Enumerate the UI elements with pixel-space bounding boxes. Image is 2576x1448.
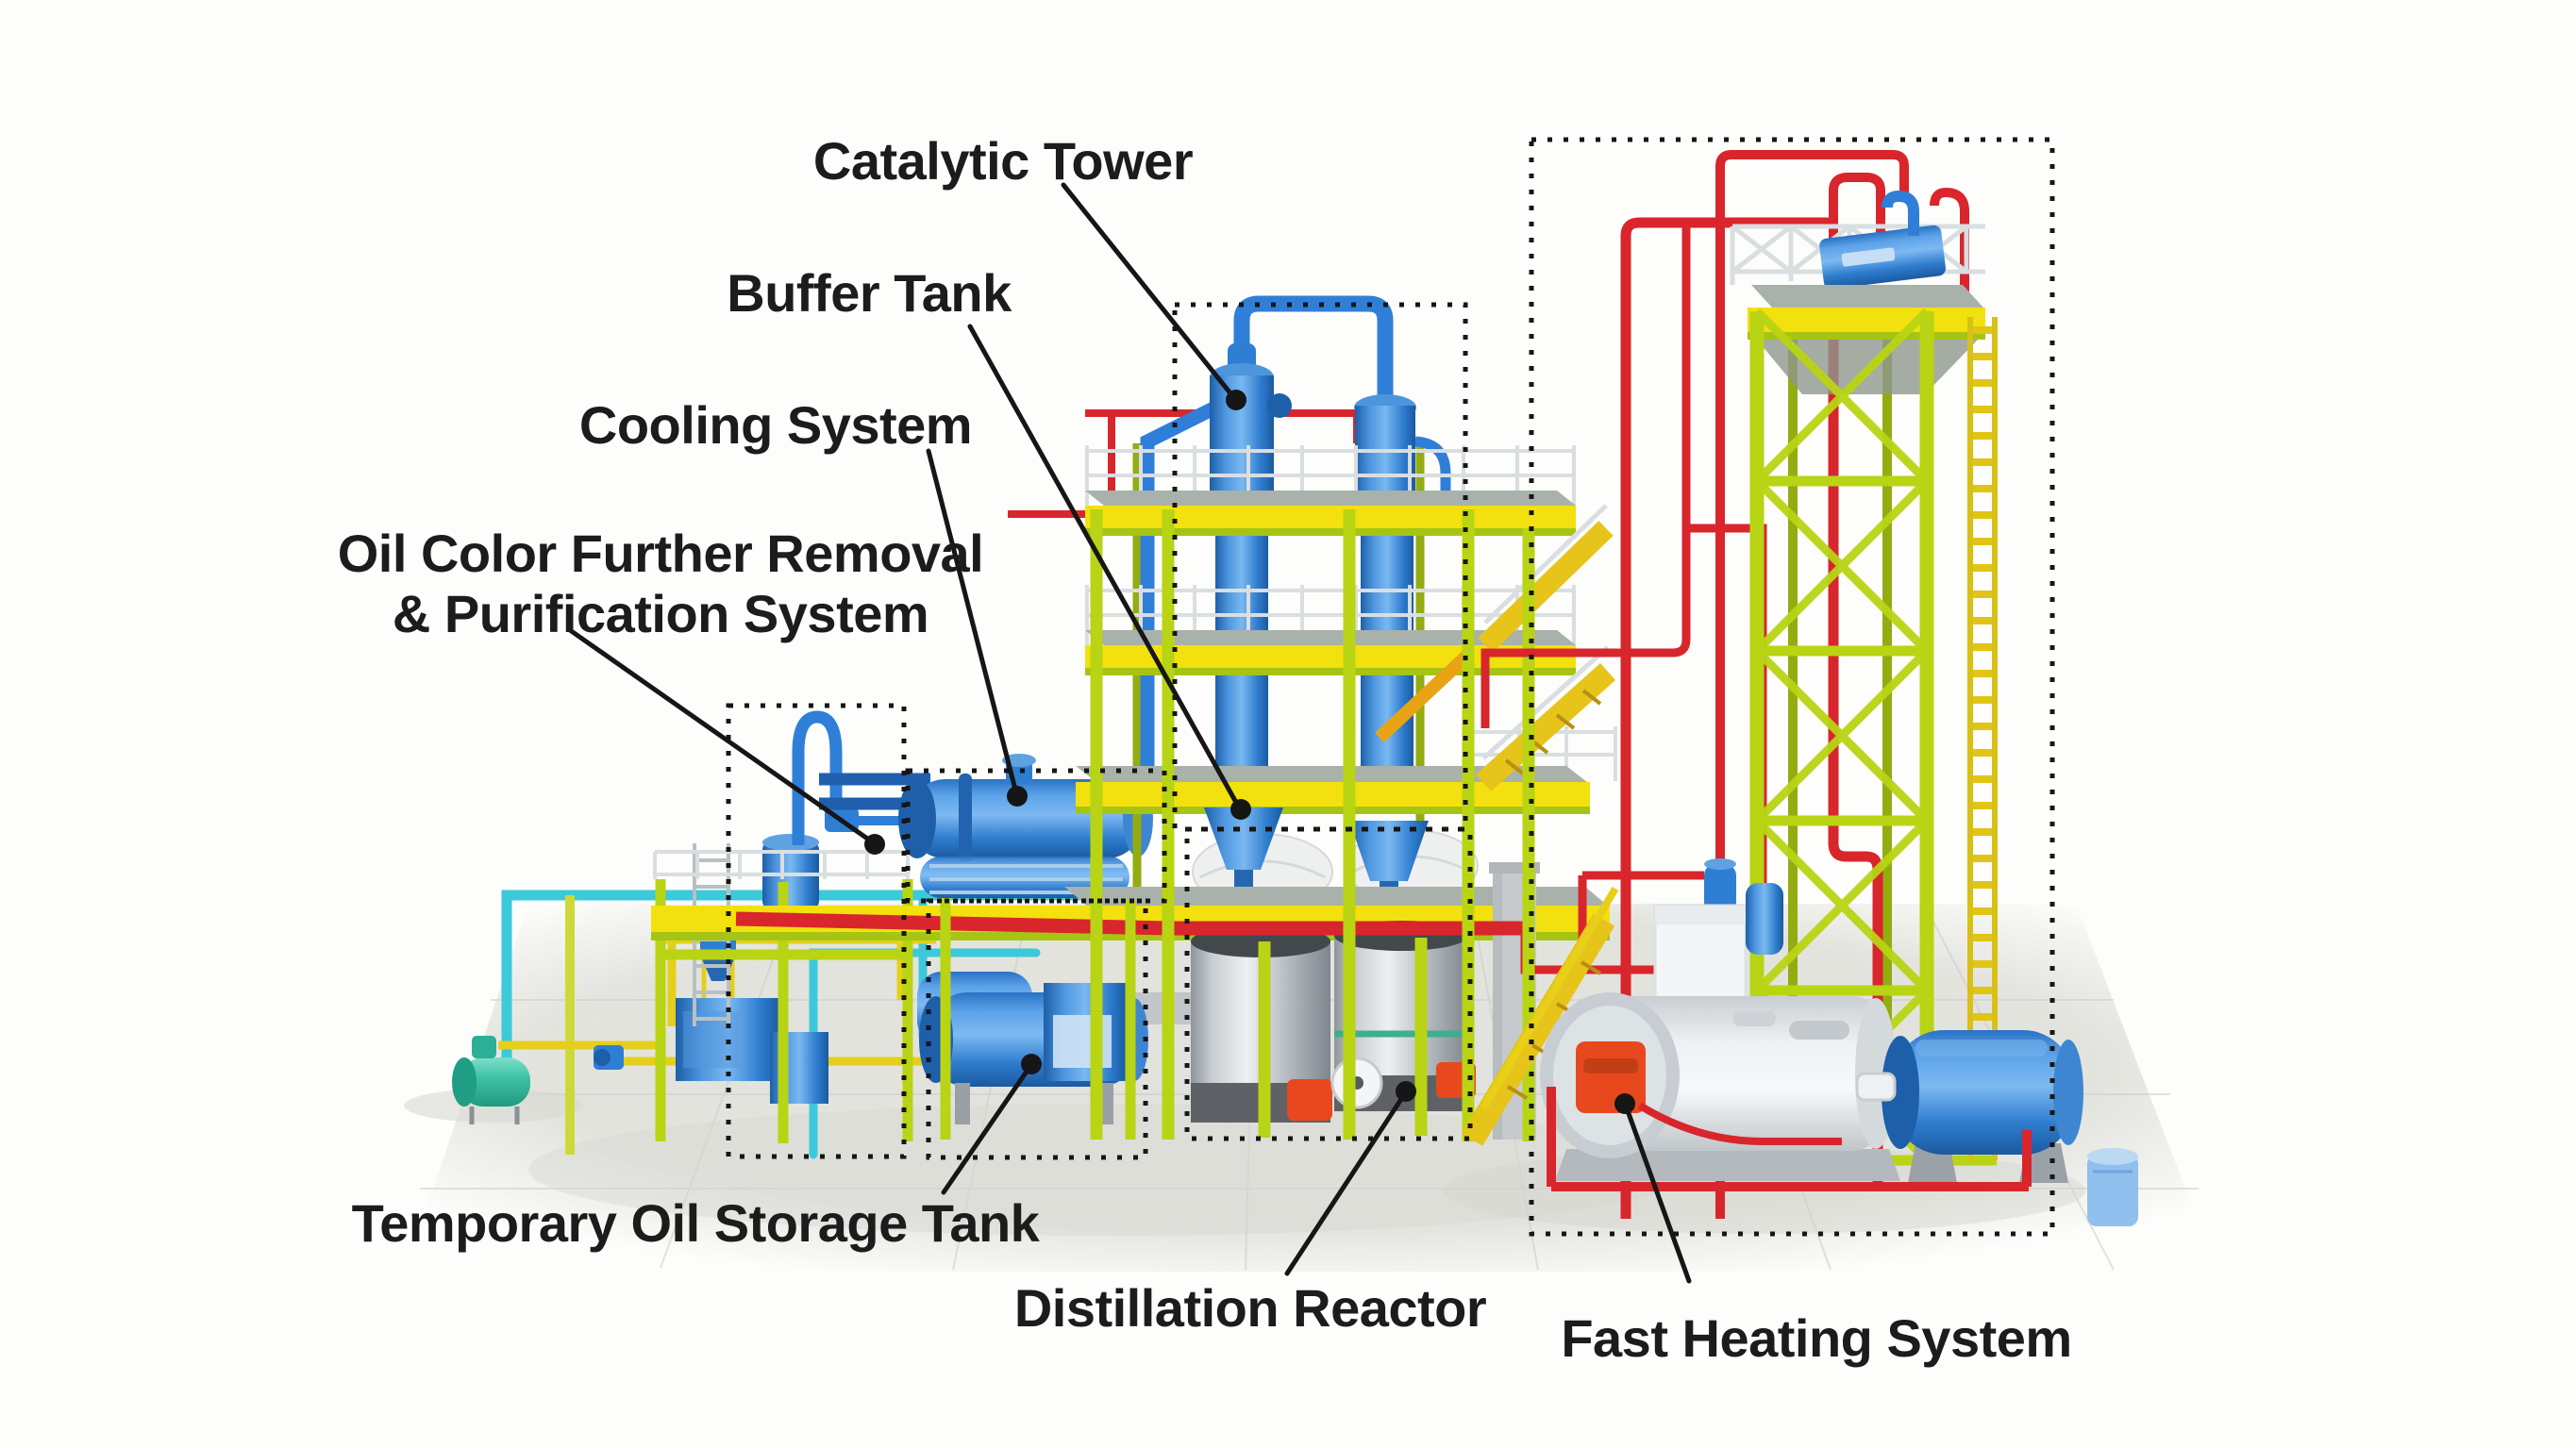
label-oil-color-line2: & Purification System xyxy=(393,584,928,643)
left-support-frame xyxy=(655,879,913,1143)
catalytic-column-left xyxy=(1210,343,1292,783)
stair-to-ground xyxy=(1461,913,1615,1146)
red-riser-left xyxy=(1620,217,1831,1219)
stair-deck2-deck3 xyxy=(1476,663,1615,791)
storage-frame-posts xyxy=(940,898,1136,1140)
blue-barrel xyxy=(2087,1148,2138,1226)
stair-deck1-deck2 xyxy=(1478,521,1614,653)
oil-color-leader-line xyxy=(567,627,876,845)
fast-heating-system-area xyxy=(1480,150,2138,1226)
buffer-tank-leader-line xyxy=(967,324,1242,810)
blue-hook-vent xyxy=(1882,190,1919,236)
air-compressor-tank xyxy=(452,1036,530,1124)
overhead-vapor-pipe xyxy=(1233,295,1394,406)
fast-heating-boiler xyxy=(1540,992,1900,1181)
cooling-system-leader-line xyxy=(926,448,1019,796)
distillation-reactor-outline xyxy=(1184,826,1473,1141)
orange-brace xyxy=(1375,647,1475,743)
side-ladder xyxy=(1967,317,1998,1160)
left-platform-railing xyxy=(653,850,910,879)
small-blue-pump xyxy=(594,1045,624,1070)
deck1-railing xyxy=(1085,445,1576,506)
catalytic-tower-outline xyxy=(1172,302,1468,832)
equipment-shadow xyxy=(528,1104,1698,1236)
deck3 xyxy=(1076,766,1590,814)
rooftop-blue-unit xyxy=(1819,225,1946,290)
below-deck-equipment xyxy=(735,509,1704,1146)
inline-condensate-trap xyxy=(1704,858,1736,913)
label-cooling-system: Cooling System xyxy=(579,395,972,455)
label-distillation-reactor: Distillation Reactor xyxy=(1014,1278,1486,1338)
ground-red-pipes xyxy=(1547,1087,2032,1191)
distillation-reactor-leader-line xyxy=(1284,1090,1408,1276)
tower-posts xyxy=(1090,509,1535,1141)
leader-lines xyxy=(567,182,1692,1284)
catalytic-tower-leader-line xyxy=(1061,182,1237,401)
temporary-oil-storage-leader-line xyxy=(941,1063,1033,1195)
label-temporary-oil-storage-tank: Temporary Oil Storage Tank xyxy=(352,1193,1041,1253)
tower-top-platform xyxy=(1730,190,1985,394)
label-buffer-tank: Buffer Tank xyxy=(727,263,1012,323)
gooseneck-pipe xyxy=(792,710,843,845)
cooling-system-outline xyxy=(905,768,1167,904)
fast-heating-leader-line xyxy=(1623,1103,1692,1284)
deck1 xyxy=(1085,491,1576,536)
label-fast-heating-system: Fast Heating System xyxy=(1561,1308,2071,1368)
label-oil-color-line1: Oil Color Further Removal xyxy=(338,524,984,583)
reactor-burner-left xyxy=(1287,1079,1332,1121)
label-catalytic-tower: Catalytic Tower xyxy=(813,131,1193,191)
temporary-oil-storage-outline xyxy=(926,898,1148,1160)
labels: Catalytic Tower Buffer Tank Cooling Syst… xyxy=(338,131,2072,1368)
knockout-drum-white xyxy=(1653,883,1783,1000)
blue-fuel-tank xyxy=(1855,1030,2083,1183)
dashed-outline-boxes xyxy=(726,137,2055,1237)
fast-heating-system-outline xyxy=(1529,137,2055,1237)
oil-color-system-outline xyxy=(726,703,907,1159)
